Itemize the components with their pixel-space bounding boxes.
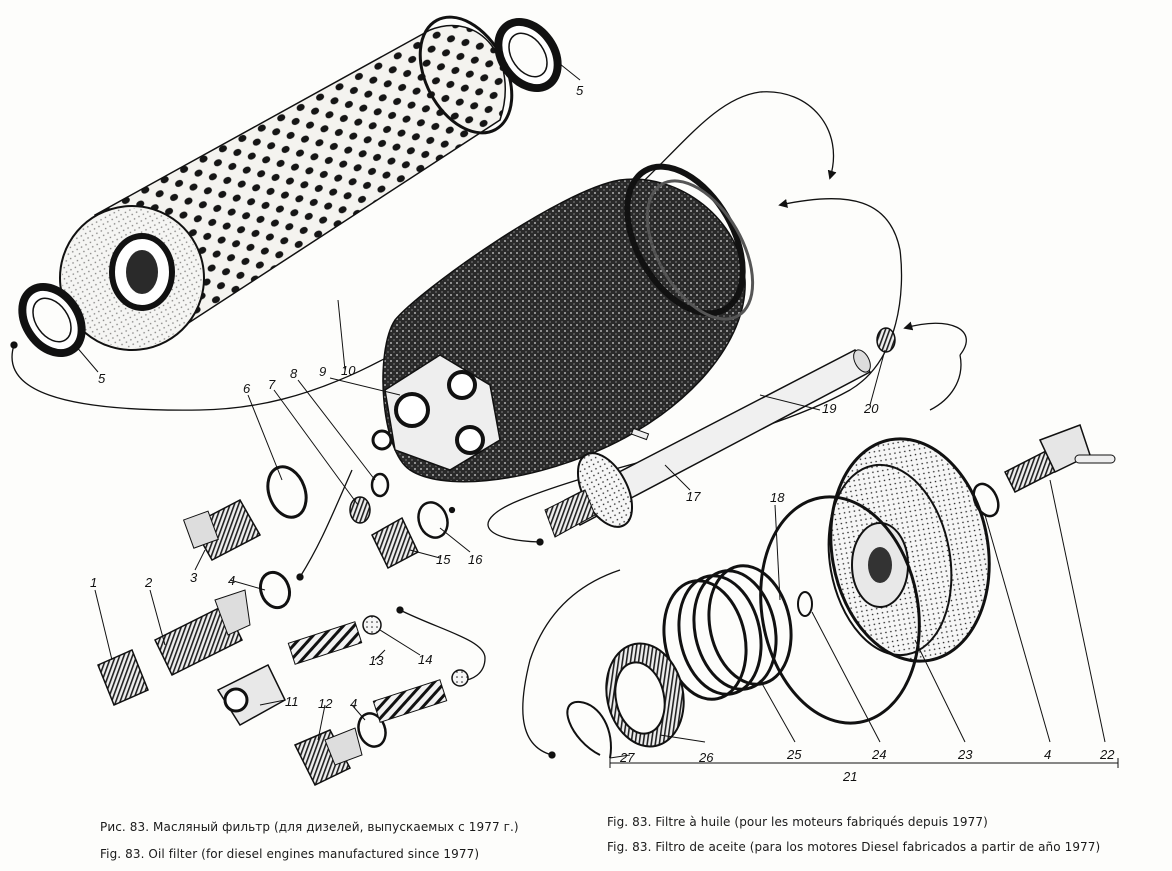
caption-spanish: Fig. 83. Filtro de aceite (para los moto… (607, 840, 1101, 854)
nut-15 (371, 516, 419, 570)
label-part-21: 21 (843, 769, 858, 784)
label-part-9: 9 (319, 364, 327, 379)
filter-housing (371, 163, 755, 483)
ball-14a (362, 615, 382, 635)
label-part-13: 13 (369, 653, 384, 668)
plug-7 (349, 496, 371, 524)
caption-french: Fig. 83. Filtre à huile (pour les moteur… (607, 815, 988, 829)
rings-6-8 (258, 465, 449, 748)
plug-12 (293, 727, 363, 786)
caption-russian: Рис. 83. Масляный фильтр (для дизелей, в… (100, 820, 519, 834)
label-part-4-left: 4 (228, 573, 236, 588)
valve-body-2 (154, 589, 251, 677)
large-seal-ring (759, 495, 921, 725)
exploded-view-drawing (10, 15, 1119, 786)
label-part-12: 12 (318, 696, 333, 711)
label-part-14: 14 (418, 652, 433, 667)
caption-english: Fig. 83. Oil filter (for diesel engines … (100, 847, 480, 861)
label-part-8: 8 (290, 366, 298, 381)
label-part-4-mid: 4 (350, 696, 358, 711)
label-part-3: 3 (190, 570, 198, 585)
label-part-20: 20 (864, 401, 879, 416)
banjo-11 (216, 663, 286, 727)
label-part-25: 25 (787, 747, 802, 762)
ball-14b (451, 669, 469, 687)
label-part-4-right: 4 (1044, 747, 1052, 762)
spring-13-lower (372, 679, 448, 723)
seal-ring-top (494, 17, 562, 93)
label-part-16: 16 (468, 552, 483, 567)
label-part-19: 19 (822, 401, 837, 416)
label-part-26: 26 (699, 750, 714, 765)
label-part-15: 15 (436, 552, 451, 567)
fitting-3 (182, 499, 262, 561)
seal-ring-bottom (18, 282, 86, 358)
spring-flange (605, 642, 685, 748)
cap-nut-1 (97, 649, 149, 706)
spring-13-upper (287, 621, 363, 665)
label-part-1: 1 (90, 575, 98, 590)
label-part-5-top: 5 (576, 83, 584, 98)
label-part-22: 22 (1100, 747, 1115, 762)
label-part-10: 10 (341, 363, 356, 378)
snap-ring (566, 700, 612, 759)
label-part-6: 6 (243, 381, 251, 396)
small-o-ring (797, 591, 813, 617)
label-part-7: 7 (268, 377, 276, 392)
label-part-17: 17 (686, 489, 701, 504)
label-part-2: 2 (145, 575, 153, 590)
label-part-5-bottom: 5 (98, 371, 106, 386)
central-tube (544, 349, 872, 538)
coil-spring (662, 564, 793, 701)
banjo-bolt (1003, 424, 1116, 494)
label-part-24: 24 (872, 747, 887, 762)
label-part-18: 18 (770, 490, 785, 505)
label-part-11: 11 (285, 694, 299, 709)
label-part-27: 27 (620, 750, 635, 765)
label-part-23: 23 (958, 747, 973, 762)
washer-ring (972, 482, 1000, 518)
plug-part (876, 327, 896, 353)
leader-lines (74, 59, 1119, 768)
filter-cover (827, 437, 991, 663)
filter-element (58, 15, 514, 351)
